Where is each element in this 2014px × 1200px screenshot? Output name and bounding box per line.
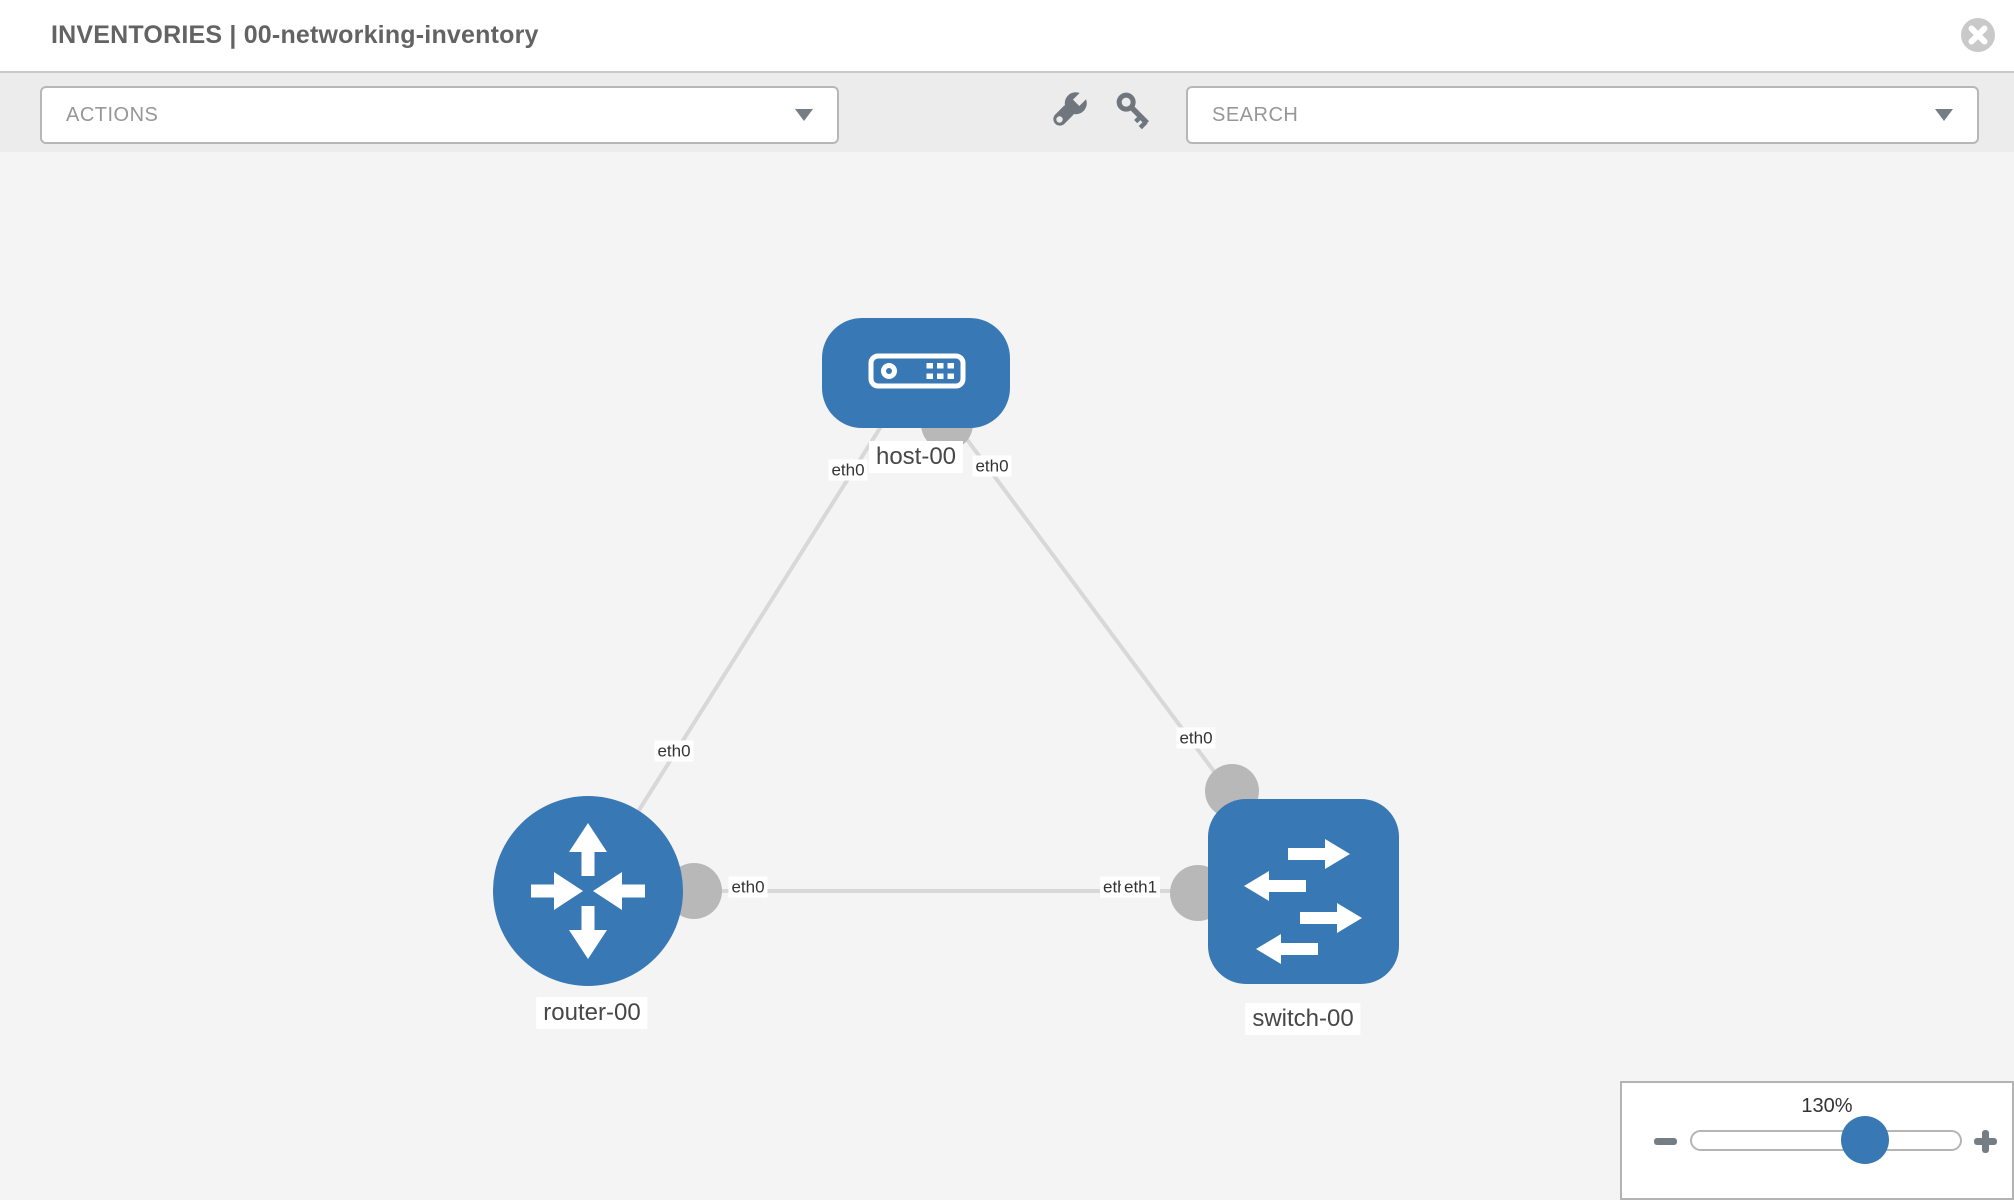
search-dropdown[interactable]: SEARCH — [1186, 86, 1979, 144]
chevron-down-icon — [795, 109, 813, 121]
interface-label: eth0 — [1176, 727, 1216, 749]
interface-label: eth0 — [728, 876, 768, 898]
link-host-00-router-00[interactable] — [586, 369, 918, 893]
node-router-00[interactable] — [493, 796, 683, 986]
router-icon — [531, 823, 645, 959]
zoom-panel: 130% — [1620, 1081, 2014, 1200]
interface-label: eth1 — [1121, 876, 1161, 898]
credentials-tool-button[interactable] — [1109, 85, 1161, 137]
zoom-out-button[interactable] — [1648, 1124, 1682, 1158]
close-button[interactable] — [1960, 17, 1996, 53]
node-label-switch-00: switch-00 — [1245, 1003, 1361, 1035]
host-icon — [868, 353, 966, 389]
interface-label: eth0 — [654, 740, 694, 762]
configure-tool-button[interactable] — [1042, 85, 1094, 137]
zoom-slider[interactable] — [1690, 1116, 1962, 1164]
node-host-00[interactable] — [822, 318, 1010, 428]
zoom-in-button[interactable] — [1968, 1124, 2002, 1158]
chevron-down-icon — [1935, 109, 1953, 121]
actions-dropdown[interactable]: ACTIONS — [40, 86, 839, 144]
toolbar: ACTIONS SEARCH — [0, 73, 2014, 154]
actions-dropdown-label: ACTIONS — [66, 103, 159, 126]
node-switch-00[interactable] — [1208, 799, 1399, 984]
node-label-router-00: router-00 — [536, 997, 648, 1029]
wrench-icon — [1053, 90, 1089, 126]
node-label-host-00: host-00 — [868, 441, 964, 473]
interface-label: eth0 — [972, 455, 1012, 477]
zoom-slider-knob[interactable] — [1841, 1116, 1889, 1164]
zoom-level: 130% — [1801, 1095, 1853, 1117]
switch-icon — [1244, 839, 1362, 964]
search-dropdown-label: SEARCH — [1212, 103, 1299, 126]
close-icon — [1961, 18, 1995, 52]
header: INVENTORIES | 00-networking-inventory — [0, 0, 2014, 73]
plus-icon — [1973, 1129, 1997, 1153]
interface-label: eth0 — [828, 459, 868, 481]
page-title: INVENTORIES | 00-networking-inventory — [51, 21, 539, 49]
key-icon — [1116, 92, 1149, 130]
topology-canvas[interactable]: eth0 eth0 eth0 eth0 eth0 eth0 eth1 host-… — [0, 152, 2014, 1200]
minus-icon — [1653, 1137, 1677, 1145]
